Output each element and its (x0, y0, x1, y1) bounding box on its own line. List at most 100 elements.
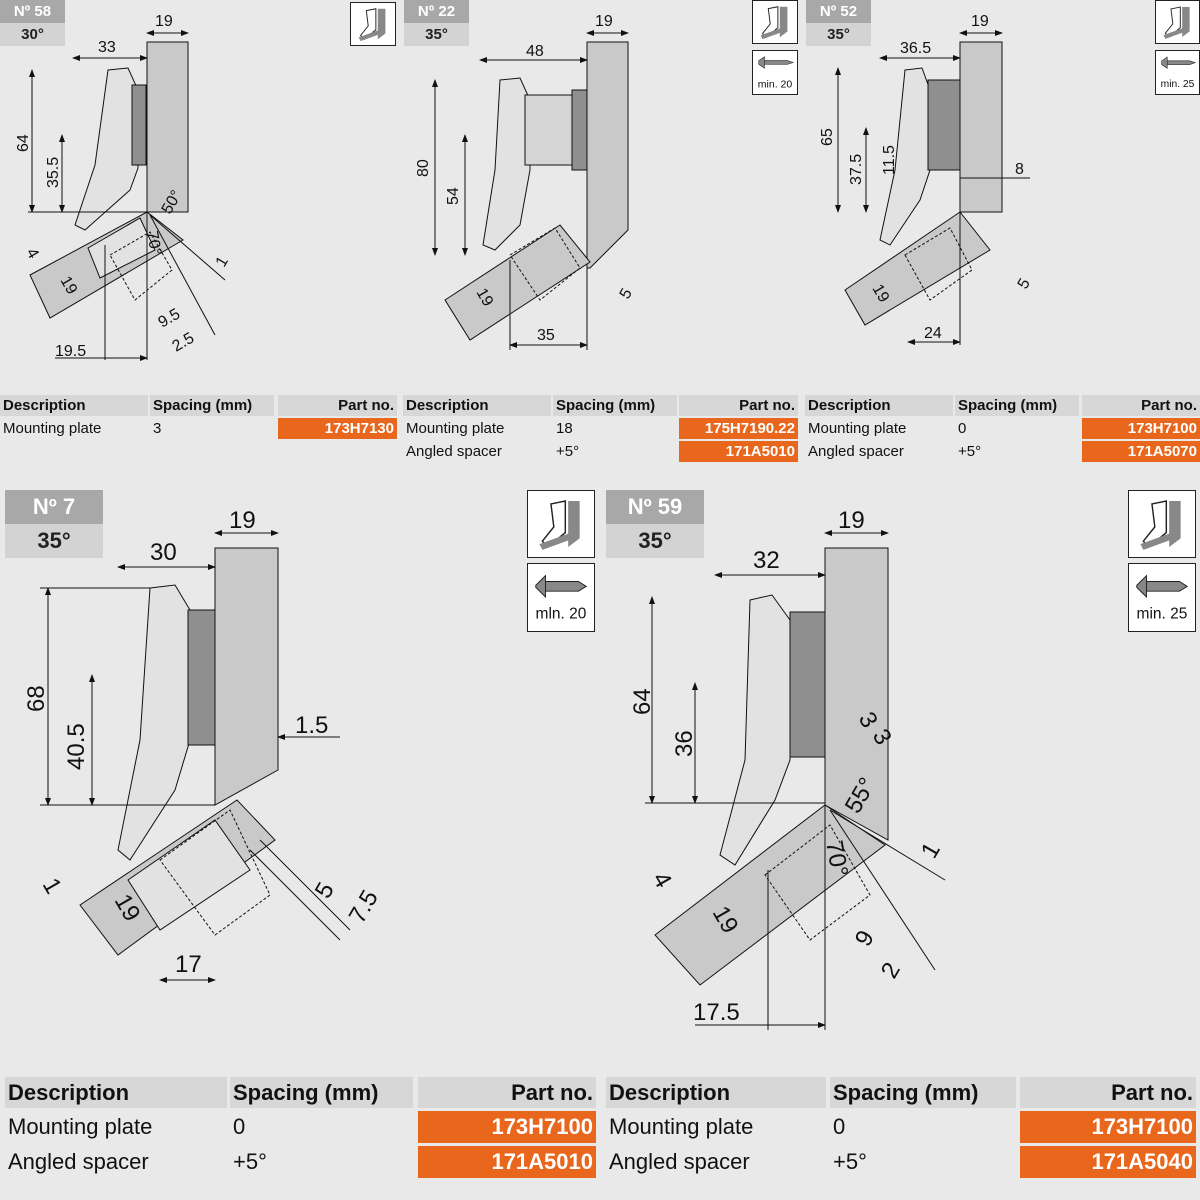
screw-icon: mln. 20 (527, 563, 595, 632)
dim-label: 19 (473, 286, 497, 310)
header-part-no: Part no. (1020, 1077, 1196, 1108)
hinge-mount-icon (527, 490, 595, 558)
dim-label: 35.5 (45, 157, 62, 188)
dim-label: 48 (526, 43, 544, 60)
part-number[interactable]: 173H7130 (278, 418, 397, 439)
row-description: Angled spacer (808, 443, 904, 460)
model-number: Nº 22 (404, 0, 469, 23)
dim-label: 24 (924, 325, 942, 342)
header-description: Description (805, 395, 953, 416)
dim-label: 36.5 (900, 40, 931, 57)
model-number: Nº 59 (606, 490, 704, 524)
dim-label: 19 (838, 507, 865, 534)
drawing-no52 (835, 30, 1030, 345)
dim-label: 2.5 (170, 330, 198, 356)
row-description: Angled spacer (609, 1149, 750, 1174)
header-description: Description (403, 395, 551, 416)
dim-label: 1 (37, 874, 67, 899)
dim-label: 70° (820, 838, 853, 878)
hinge-mount-icon (350, 2, 396, 46)
dim-label: 1 (916, 838, 946, 863)
row-description: Mounting plate (808, 420, 907, 437)
dim-label: 19 (869, 282, 893, 306)
dim-label: 4 (647, 868, 677, 893)
dim-label: 65 (819, 128, 836, 146)
drawing-no58 (28, 30, 226, 361)
row-description: Mounting plate (3, 420, 102, 437)
row-spacing: 0 (833, 1114, 846, 1139)
dim-label: 70° (143, 230, 164, 257)
screw-icon: min. 20 (752, 50, 798, 95)
model-angle: 35° (5, 524, 103, 558)
header-spacing: Spacing (mm) (230, 1077, 413, 1108)
dim-label: 19.5 (55, 343, 86, 360)
dim-label: 19 (595, 13, 613, 30)
dim-label: 54 (445, 187, 462, 205)
dim-label: 19 (229, 507, 256, 534)
model-badge-no52: Nº 52 35° (806, 0, 871, 46)
hinge-mount-icon (1128, 490, 1196, 558)
dim-label: 40.5 (63, 723, 90, 770)
hinge-mount-icon (752, 0, 798, 44)
dim-label: 1.5 (295, 712, 328, 739)
dim-label: 9 (850, 926, 880, 951)
dim-label: 30 (150, 539, 177, 566)
dim-label: 4 (23, 246, 42, 262)
part-number[interactable]: 171A5070 (1082, 441, 1200, 462)
dim-label: 35 (537, 327, 555, 344)
dim-label: 7.5 (344, 886, 384, 928)
dim-label: 32 (753, 547, 780, 574)
header-spacing: Spacing (mm) (553, 395, 677, 416)
dim-label: 1 (213, 254, 232, 270)
row-description: Mounting plate (406, 420, 505, 437)
part-number[interactable]: 173H7100 (1082, 418, 1200, 439)
part-number[interactable]: 171A5010 (679, 441, 798, 462)
dim-label: 33 (98, 39, 116, 56)
model-angle: 35° (404, 23, 469, 46)
screw-min-length: min. 25 (1137, 605, 1188, 622)
screw-icon: min. 25 (1155, 50, 1200, 95)
dim-label: 5 (1015, 276, 1034, 292)
drawing-no59 (645, 530, 946, 1030)
row-spacing: +5° (833, 1149, 867, 1174)
model-number: Nº 58 (0, 0, 65, 23)
model-badge-no22: Nº 22 35° (404, 0, 469, 46)
dim-label: 2 (876, 958, 906, 983)
row-description: Angled spacer (406, 443, 502, 460)
model-number: Nº 52 (806, 0, 871, 23)
header-part-no: Part no. (418, 1077, 596, 1108)
dim-label: 68 (23, 685, 50, 712)
drawing-no7 (40, 530, 351, 983)
part-number[interactable]: 171A5040 (1020, 1146, 1196, 1178)
header-part-no: Part no. (679, 395, 798, 416)
row-spacing: 18 (556, 420, 573, 437)
dim-label: 64 (629, 688, 656, 715)
row-spacing: 3 (153, 420, 162, 437)
part-number[interactable]: 173H7100 (1020, 1111, 1196, 1143)
dim-label: 17 (175, 951, 202, 978)
hinge-mount-icon (1155, 0, 1200, 44)
model-angle: 30° (0, 23, 65, 46)
model-angle: 35° (606, 524, 704, 558)
dim-label: 19 (155, 13, 173, 30)
dim-label: 80 (415, 159, 432, 177)
drawing-no22 (432, 30, 629, 350)
header-part-no: Part no. (1082, 395, 1200, 416)
screw-min-length: mln. 20 (536, 605, 587, 622)
header-spacing: Spacing (mm) (150, 395, 274, 416)
part-number[interactable]: 173H7100 (418, 1111, 596, 1143)
row-description: Mounting plate (609, 1114, 754, 1139)
model-number: Nº 7 (5, 490, 103, 524)
dim-label: 5 (617, 286, 636, 302)
dim-label: 36 (671, 730, 698, 757)
part-number[interactable]: 171A5010 (418, 1146, 596, 1178)
dim-label: 37.5 (848, 154, 865, 185)
dim-label: 11.5 (881, 145, 898, 175)
row-spacing: 0 (233, 1114, 246, 1139)
header-description: Description (0, 395, 148, 416)
model-angle: 35° (806, 23, 871, 46)
part-number[interactable]: 175H7190.22 (679, 418, 798, 439)
dim-label: 64 (15, 134, 32, 152)
header-description: Description (606, 1077, 826, 1108)
